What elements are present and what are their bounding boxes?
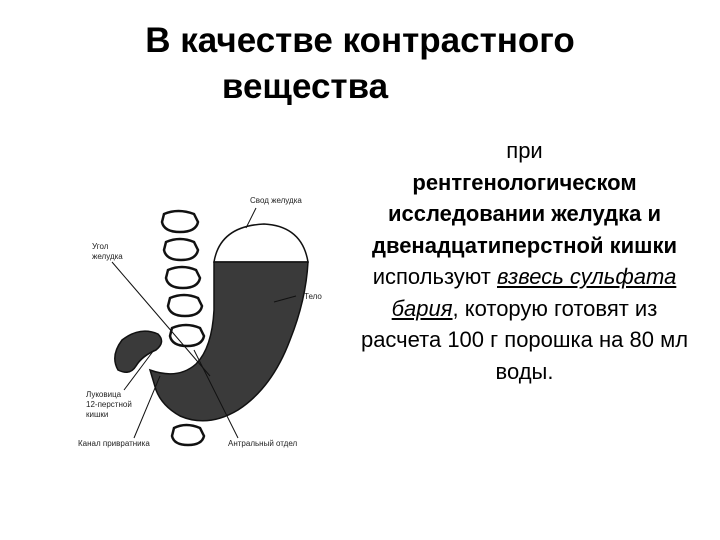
label-body: Тело: [304, 292, 322, 301]
pointer-lines: [111, 207, 297, 439]
text-p1: при: [506, 138, 543, 163]
duodenal-bulb: [114, 330, 163, 373]
slide-title: В качестве контрастного вещества: [90, 18, 630, 110]
stomach-contrast-fill: [148, 261, 309, 422]
label-antral: Антральный отдел: [228, 439, 298, 448]
label-pyloric-canal: Канал привратника: [78, 439, 150, 448]
text-p3: используют: [372, 264, 497, 289]
fundus-gas-bubble: [213, 223, 309, 263]
title-line-2: вещества: [221, 67, 389, 106]
title-line-1: В качестве контрастного: [145, 21, 575, 60]
text-p5: , которую готовят из расчета 100 г порош…: [360, 295, 689, 384]
spine-vertebrae: [160, 209, 206, 447]
text-p4: взвесь сульфата бария: [391, 264, 677, 321]
label-bulb: Луковица 12-перстной кишки: [86, 390, 132, 419]
stomach-xray-figure: Свод желудка Угол желудка Тело Луковица …: [78, 180, 338, 480]
stomach-illustration: [111, 207, 309, 447]
text-p2: рентгенологическом исследовании желудка …: [372, 169, 677, 258]
label-fundus: Свод желудка: [250, 196, 302, 205]
body-text: при рентгенологическом исследовании желу…: [352, 135, 697, 387]
label-angle: Угол желудка: [92, 242, 123, 261]
